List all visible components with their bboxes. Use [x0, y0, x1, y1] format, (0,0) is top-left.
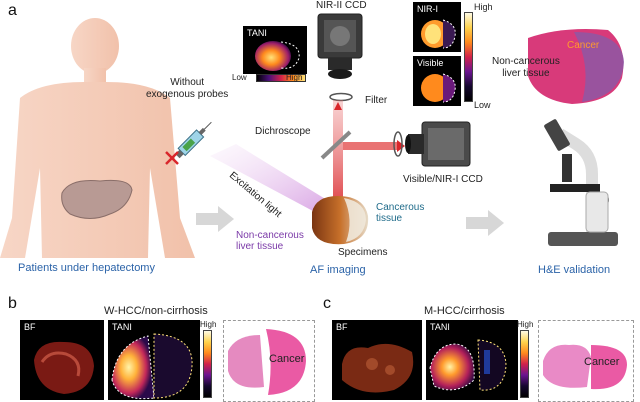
patient-silhouette [0, 18, 195, 258]
panel-c-letter: c [323, 295, 331, 312]
panel-b-he-image [223, 320, 315, 402]
noncancerous-tissue-label: Non-cancerous liver tissue [236, 230, 304, 252]
specimen-icon [312, 196, 369, 245]
nir1-image: NIR-I [413, 2, 461, 52]
cancerous-line1: Cancerous [376, 202, 425, 213]
panel-b-bf-image: BF [20, 320, 104, 400]
he-noncancer-label: Non-cancerous liver tissue [492, 56, 560, 80]
nir2-ccd-label: NIR-II CCD [316, 0, 367, 11]
visible-camera-icon [405, 121, 471, 167]
nir1-tag: NIR-I [417, 4, 438, 14]
panel-c-tani-image: TANI [426, 320, 518, 400]
he-tissue-image [528, 29, 624, 104]
panel-c-colorbar [520, 330, 529, 398]
cross-icon [165, 151, 179, 165]
tani-inset-tag: TANI [247, 28, 267, 38]
arrow-right-icon [196, 206, 234, 232]
panel-b-bf-tag: BF [24, 322, 36, 332]
visible-nir1-ccd-label: Visible/NIR-I CCD [403, 174, 483, 185]
tani-high-label: High [286, 73, 303, 82]
cancerous-line2: tissue [376, 213, 403, 224]
without-probes-line2: exogenous probes [146, 89, 229, 100]
tani-colorbar [256, 74, 306, 82]
panel-c-title: M-HCC/cirrhosis [424, 305, 505, 317]
nir-low-label: Low [474, 100, 491, 110]
he-validation-caption: H&E validation [538, 264, 611, 276]
without-probes-line1: Without [170, 77, 205, 88]
without-probes-label: Without exogenous probes [146, 77, 228, 101]
tani-inset-image: TANI [243, 26, 307, 74]
he-noncancer-line2: liver tissue [502, 68, 550, 79]
panel-c-bf-tag: BF [336, 322, 348, 332]
panel-b-high-label: High [200, 320, 217, 329]
he-noncancer-line1: Non-cancerous [492, 56, 560, 67]
noncancerous-line1: Non-cancerous [236, 230, 304, 241]
he-cancer-label: Cancer [567, 40, 600, 51]
visible-tag: Visible [417, 58, 444, 68]
tani-low-label: Low [232, 73, 247, 82]
microscope-icon [544, 119, 618, 246]
panel-b-tani-tag: TANI [112, 322, 132, 332]
dichroscope-label: Dichroscope [255, 126, 311, 137]
panel-b-title: W-HCC/non-cirrhosis [104, 305, 208, 317]
nir2-camera-icon [317, 13, 363, 79]
laser-beams [210, 100, 405, 218]
filter-label: Filter [365, 95, 388, 106]
panel-c-cancer-label: Cancer [584, 356, 620, 368]
arrow-right-icon-2 [466, 210, 504, 236]
specimens-label: Specimens [338, 247, 388, 258]
panel-b-letter: b [8, 295, 17, 312]
syringe-icon [175, 121, 212, 159]
lens-icon [393, 131, 403, 157]
nir-colorbar [464, 12, 473, 102]
visible-image: Visible [413, 56, 461, 106]
panel-c-tani-tag: TANI [430, 322, 450, 332]
panel-b-cancer-label: Cancer [269, 353, 305, 365]
panel-c-high-label: High [517, 320, 534, 329]
nir-high-label: High [474, 2, 493, 12]
panel-c-he-image [538, 320, 634, 402]
panel-b-tani-image: TANI [108, 320, 200, 400]
af-imaging-caption: AF imaging [310, 264, 366, 276]
panel-a-letter: a [8, 2, 17, 19]
patient-caption: Patients under hepatectomy [18, 262, 155, 274]
noncancerous-line2: liver tissue [236, 241, 284, 252]
cancerous-tissue-label: Cancerous tissue [376, 202, 424, 224]
panel-c-bf-image: BF [332, 320, 422, 400]
panel-b-colorbar [203, 330, 212, 398]
